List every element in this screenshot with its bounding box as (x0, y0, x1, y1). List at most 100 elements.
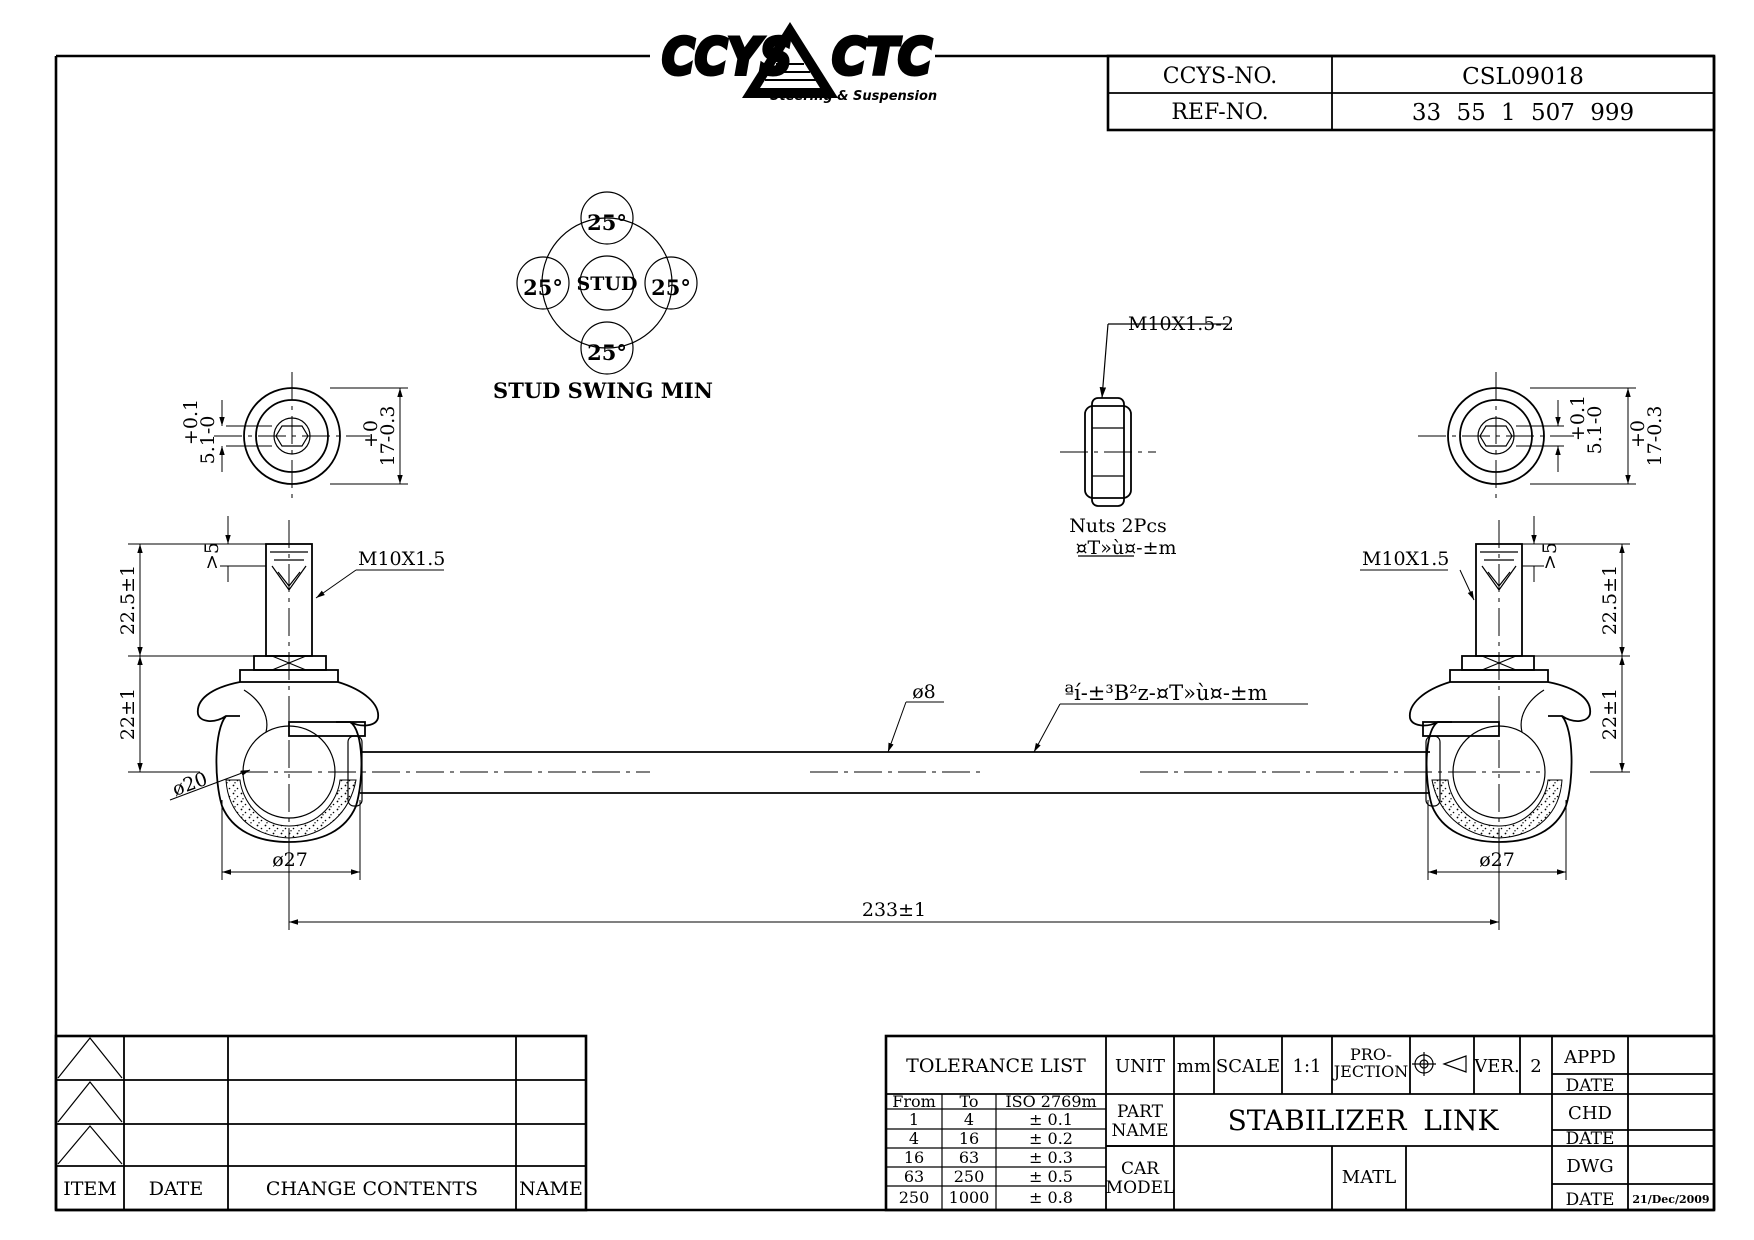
tol-header-from: From (892, 1092, 936, 1111)
left-stud-length: 22.5±1 (117, 565, 139, 635)
chd-label: CHD (1568, 1103, 1612, 1124)
projection-label-2: JECTION (1332, 1062, 1408, 1081)
appd-date-label: DATE (1566, 1076, 1615, 1096)
right-thread-min: >5 (1539, 542, 1561, 570)
tol-row-2-iso: ± 0.2 (1029, 1129, 1073, 1148)
tol-row-1-iso: ± 0.1 (1029, 1110, 1073, 1129)
left-across-tol: +0 (360, 420, 382, 448)
left-thread-label: M10X1.5 (358, 548, 445, 570)
version-label: VER. (1473, 1056, 1519, 1077)
stud-swing-diagram: 25° 25° 25° 25° STUD STUD SWING MIN (493, 191, 713, 403)
chd-date-label: DATE (1566, 1129, 1615, 1149)
right-flat-value: 5.1-0 (1584, 406, 1606, 455)
right-thread-label: M10X1.5 (1362, 548, 1449, 570)
rev-header-date: DATE (149, 1178, 203, 1200)
part-number-table: CCYS-NO. CSL09018 REF-NO. 33 55 1 507 99… (1106, 54, 1716, 132)
main-dimensions: 22.5±1 22±1 >5 M10X1.5 ø20 ø27 22.5±1 22… (117, 516, 1630, 930)
ccys-no-value: CSL09018 (1462, 64, 1584, 90)
projection-symbol-icon (1412, 1052, 1467, 1076)
car-model-label-2: MODEL (1106, 1178, 1175, 1198)
tol-row: 63 250 ± 0.5 (904, 1167, 1073, 1186)
logo-ctc: CTC (832, 28, 932, 86)
car-model-label-1: CAR (1121, 1159, 1160, 1179)
left-thread-min: >5 (201, 542, 223, 570)
left-flat-value: 5.1-0 (197, 416, 219, 465)
nut-thread-label: M10X1.5-2 (1128, 313, 1234, 335)
right-end-view: +0.1 5.1-0 +0 17-0.3 (1418, 372, 1666, 500)
tol-row: 1 4 ± 0.1 (909, 1110, 1073, 1129)
tolerance-title: TOLERANCE LIST (906, 1055, 1086, 1077)
tol-row: 250 1000 ± 0.8 (899, 1188, 1073, 1207)
tol-row-4-to: 250 (954, 1167, 985, 1186)
unit-value: mm (1177, 1056, 1211, 1077)
tol-row-3-from: 16 (904, 1148, 924, 1167)
scale-value: 1:1 (1293, 1056, 1322, 1077)
title-block: TOLERANCE LIST From To ISO 2769m 1 4 ± 0… (884, 1034, 1716, 1212)
part-name-label-2: NAME (1112, 1121, 1169, 1141)
right-housing-height: 22±1 (1599, 688, 1621, 740)
swing-angle-right: 25° (651, 275, 691, 300)
dwg-date-label: DATE (1566, 1190, 1615, 1210)
swing-angle-top: 25° (587, 210, 627, 235)
tol-row-3-iso: ± 0.3 (1029, 1148, 1073, 1167)
nut-caption-sub: ¤T»ù¤-±m (1075, 537, 1176, 559)
dwg-label: DWG (1566, 1156, 1613, 1177)
overall-length: 233±1 (862, 899, 926, 921)
projection-label-1: PRO- (1350, 1045, 1392, 1064)
tol-row-5-iso: ± 0.8 (1029, 1188, 1073, 1207)
rev-header-item: ITEM (63, 1178, 117, 1200)
unit-label: UNIT (1115, 1056, 1165, 1077)
tol-row-2-from: 4 (909, 1129, 919, 1148)
ref-no-label: REF-NO. (1171, 100, 1268, 125)
rev-header-name: NAME (519, 1178, 583, 1200)
tol-row-2-to: 16 (959, 1129, 979, 1148)
left-flat-tol: +0.1 (180, 399, 202, 445)
tol-row-5-from: 250 (899, 1188, 930, 1207)
left-end-view: +0.1 5.1-0 +0 17-0.3 (180, 372, 408, 500)
logo-tagline: Steering & Suspension (770, 89, 937, 104)
dwg-date-value: 21/Dec/2009 (1632, 1193, 1709, 1206)
tol-row-1-to: 4 (964, 1110, 974, 1129)
ref-no-value: 33 55 1 507 999 (1412, 100, 1634, 126)
nut-caption: Nuts 2Pcs (1069, 515, 1167, 537)
rev-header-change: CHANGE CONTENTS (266, 1178, 478, 1200)
right-stud-length: 22.5±1 (1599, 565, 1621, 635)
company-logo: CCYS CTC Steering & Suspension (660, 22, 937, 104)
version-value: 2 (1530, 1056, 1541, 1077)
tol-row-3-to: 63 (959, 1148, 979, 1167)
tol-row-1-from: 1 (909, 1110, 919, 1129)
left-ball-joint (197, 520, 379, 850)
rod-finish-note: ªí-±³B²z-¤T»ù¤-±m (1064, 681, 1268, 705)
right-across-value: 17-0.3 (1644, 406, 1666, 467)
right-flat-tol: +0.1 (1567, 395, 1589, 441)
ball-diameter: ø20 (169, 768, 210, 801)
right-across-tol: +0 (1627, 420, 1649, 448)
nut-detail: M10X1.5-2 Nuts 2Pcs ¤T»ù¤-±m (1060, 313, 1234, 559)
tol-header-iso: ISO 2769m (1005, 1092, 1096, 1111)
tol-header-to: To (959, 1092, 978, 1111)
right-ball-joint (1409, 520, 1591, 850)
tol-row: 16 63 ± 0.3 (904, 1148, 1073, 1167)
part-name: STABILIZER LINK (1228, 1104, 1500, 1137)
tol-row-4-from: 63 (904, 1167, 924, 1186)
tol-row: 4 16 ± 0.2 (909, 1129, 1073, 1148)
tol-row-4-iso: ± 0.5 (1029, 1167, 1073, 1186)
revision-block: ITEM DATE CHANGE CONTENTS NAME (54, 1034, 588, 1212)
right-housing-diameter: ø27 (1479, 849, 1515, 871)
rod-diameter: ø8 (912, 681, 936, 703)
appd-label: APPD (1563, 1047, 1616, 1068)
swing-angle-left: 25° (523, 275, 563, 300)
left-housing-diameter: ø27 (272, 849, 308, 871)
ccys-no-label: CCYS-NO. (1163, 64, 1278, 89)
scale-label: SCALE (1216, 1056, 1280, 1077)
part-name-label-1: PART (1117, 1102, 1164, 1122)
material-label: MATL (1342, 1167, 1396, 1188)
stabilizer-rod (240, 751, 1540, 794)
left-housing-height: 22±1 (117, 688, 139, 740)
tol-row-5-to: 1000 (949, 1188, 990, 1207)
stud-swing-caption: STUD SWING MIN (493, 378, 713, 403)
swing-center-label: STUD (577, 273, 638, 295)
left-across-value: 17-0.3 (377, 406, 399, 467)
logo-ccys: CCYS (662, 28, 792, 86)
